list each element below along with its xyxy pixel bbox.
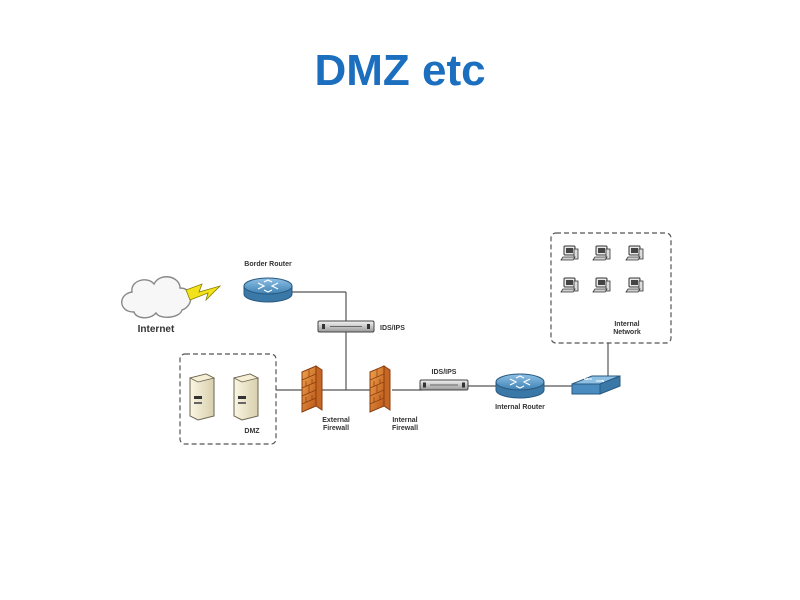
external-firewall-node: External Firewall — [301, 365, 350, 432]
internal-router-label: Internal Router — [495, 404, 545, 411]
internal-firewall-label-line2: Firewall — [392, 425, 418, 432]
ids-appliance-icon — [419, 379, 469, 391]
router-icon — [243, 277, 293, 303]
internet-node: Internet — [121, 276, 192, 335]
router-icon — [495, 373, 545, 399]
internal-router-node: Internal Router — [495, 373, 545, 411]
switch-node — [571, 375, 621, 395]
ids-top-label: IDS/IPS — [380, 325, 405, 332]
border-router-label: Border Router — [244, 261, 292, 268]
lightning-icon — [185, 283, 222, 302]
server-icon — [188, 373, 216, 421]
dmz-zone: DMZ — [179, 353, 277, 445]
ids-bottom-node: IDS/IPS — [419, 369, 469, 391]
external-firewall-label-line1: External — [322, 417, 350, 424]
switch-icon — [571, 375, 621, 395]
links — [276, 291, 609, 391]
ids-bottom-label: IDS/IPS — [432, 369, 457, 376]
border-router-node: Border Router — [243, 261, 293, 303]
internal-network-label-line2: Network — [613, 329, 641, 336]
firewall-icon — [301, 365, 323, 413]
firewall-icon — [369, 365, 391, 413]
internet-label: Internet — [138, 324, 175, 335]
workstation-icon — [560, 245, 644, 293]
dmz-label: DMZ — [244, 428, 260, 435]
ids-top-node: IDS/IPS — [317, 320, 405, 333]
internal-network-zone: Internal Network — [550, 232, 672, 344]
server-icon — [232, 373, 260, 421]
internal-firewall-node: Internal Firewall — [369, 365, 418, 432]
internal-firewall-label-line1: Internal — [392, 417, 417, 424]
slide-title: DMZ etc — [314, 46, 486, 95]
internal-network-label-line1: Internal — [614, 321, 639, 328]
cloud-icon — [121, 276, 192, 319]
external-firewall-label-line2: Firewall — [323, 425, 349, 432]
ids-appliance-icon — [317, 320, 375, 333]
